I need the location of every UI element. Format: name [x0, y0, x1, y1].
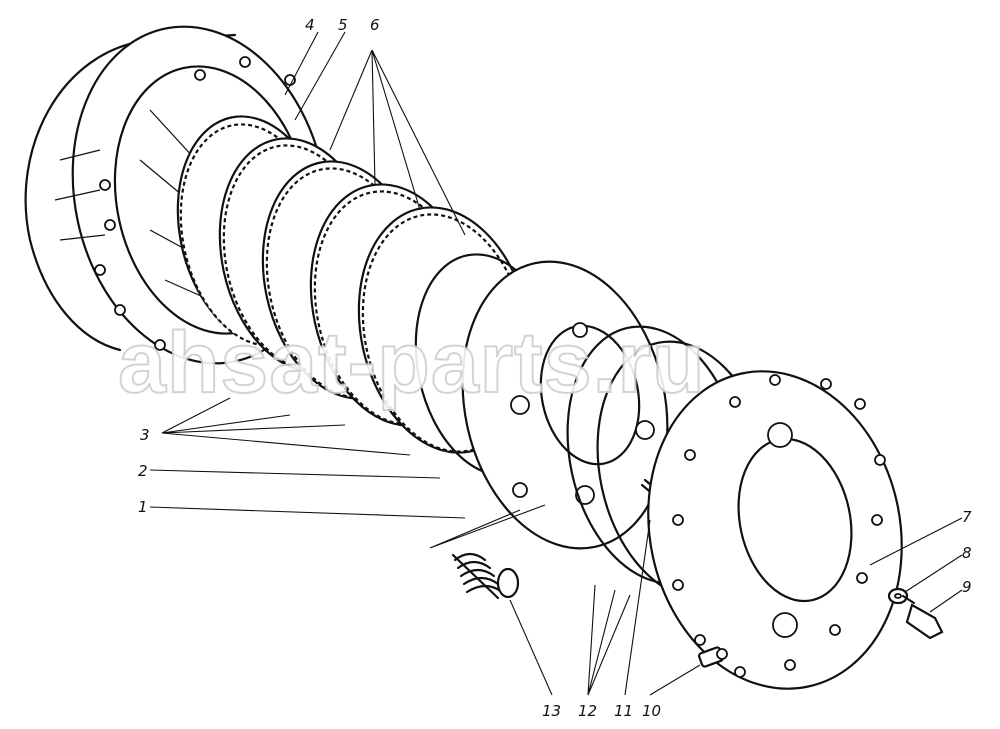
callout-13: 13 [542, 702, 561, 720]
watermark-text: ahsat-parts.ru [118, 315, 706, 411]
friction-disc-stack [176, 115, 533, 454]
callout-10: 10 [642, 702, 661, 720]
callout-2: 2 [138, 462, 148, 480]
callout-9: 9 [962, 578, 972, 596]
callout-1: 1 [138, 498, 148, 516]
callout-5: 5 [338, 16, 348, 34]
callout-8: 8 [962, 544, 972, 562]
leader-lines [149, 31, 963, 696]
pressure-plate [461, 260, 669, 550]
coil-spring [451, 552, 520, 600]
callout-7: 7 [962, 508, 972, 526]
callout-3: 3 [140, 426, 150, 444]
end-cover [647, 370, 903, 690]
callout-11: 11 [614, 702, 633, 720]
grease-fitting [698, 646, 728, 668]
callout-4: 4 [305, 16, 315, 34]
washer [887, 587, 909, 605]
callout-12: 12 [578, 702, 597, 720]
callout-6: 6 [370, 16, 380, 34]
bolt [901, 594, 944, 640]
